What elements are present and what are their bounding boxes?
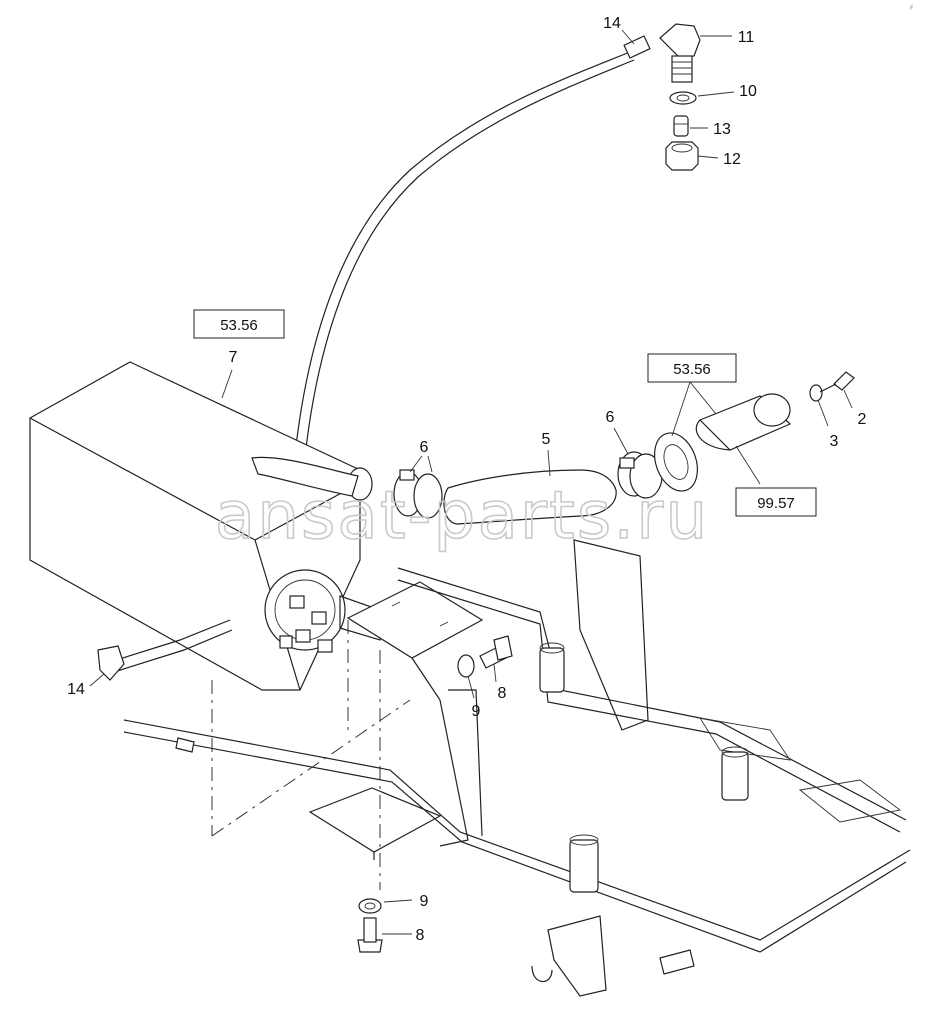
filter-element — [695, 393, 792, 451]
hose-5 — [443, 469, 617, 525]
corner-mark: F — [910, 5, 914, 12]
clamp-6-left — [393, 469, 443, 519]
bolt-8-upper — [479, 635, 513, 669]
nipple-13 — [673, 115, 689, 137]
lower-plate — [308, 787, 442, 860]
callout-7: 7 — [229, 349, 238, 366]
reference-box-text: 99.57 — [757, 495, 795, 512]
leader-lines — [89, 29, 853, 935]
reference-box-text: 53.56 — [673, 361, 711, 378]
callout-8: 8 — [498, 685, 507, 702]
callout-6: 6 — [420, 439, 429, 456]
callouts: 14 11 10 13 12 7 6 5 6 2 3 8 9 14 9 8 — [67, 15, 866, 944]
reference-box-99-57: 99.57 — [735, 487, 817, 517]
callout-9: 9 — [472, 703, 481, 720]
callout-14: 14 — [603, 15, 621, 32]
center-lines — [211, 620, 411, 890]
callout-11: 11 — [738, 29, 755, 46]
reference-box-text: 53.56 — [220, 317, 258, 334]
nut-12 — [665, 141, 699, 171]
washer-10 — [669, 91, 697, 105]
callout-10: 10 — [739, 83, 757, 100]
bolt-8-lower — [357, 917, 383, 953]
callout-5: 5 — [542, 431, 551, 448]
watermark-text: ansat-parts.ru — [215, 477, 709, 554]
callout-3: 3 — [830, 433, 839, 450]
reference-box-53-56-b: 53.56 — [647, 353, 737, 383]
callout-13: 13 — [713, 121, 731, 138]
hose-14 — [295, 35, 651, 449]
washer-9-lower — [358, 898, 382, 914]
callout-2: 2 — [858, 411, 867, 428]
callout-8: 8 — [416, 927, 425, 944]
washer-9-upper — [457, 654, 475, 678]
frame — [123, 539, 911, 997]
hose-14-lower — [97, 619, 233, 681]
callout-9: 9 — [420, 893, 429, 910]
upper-bracket — [346, 581, 484, 847]
gasket — [653, 432, 699, 492]
fitting-11 — [659, 23, 701, 83]
reference-box-53-56-a: 53.56 — [193, 309, 285, 339]
callout-6: 6 — [606, 409, 615, 426]
tank-7 — [29, 361, 381, 691]
callout-12: 12 — [723, 151, 741, 168]
bolt-2 — [819, 371, 855, 393]
callout-14: 14 — [67, 681, 85, 698]
washer-3 — [809, 384, 823, 402]
